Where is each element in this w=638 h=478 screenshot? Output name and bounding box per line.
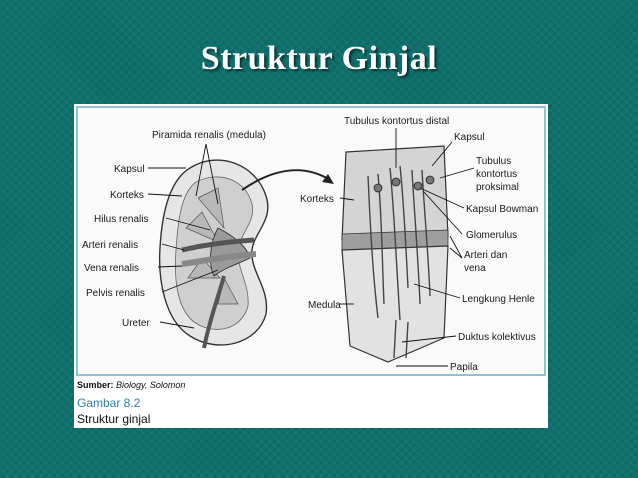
label-duktus: Duktus kolektivus bbox=[458, 332, 536, 343]
renal-pyramid-1 bbox=[197, 187, 225, 230]
label-hilus: Hilus renalis bbox=[94, 214, 148, 225]
label-kapsul-bowman: Kapsul Bowman bbox=[466, 204, 538, 215]
label-papila: Papila bbox=[450, 362, 478, 373]
kidney-diagram: Piramida renalis (medula) Kapsul Korteks… bbox=[82, 116, 538, 373]
label-tubulus-prox-2: kontortus bbox=[476, 169, 517, 180]
renal-artery-shape bbox=[181, 237, 255, 253]
kidney-illustration bbox=[158, 159, 269, 349]
slide-title: Struktur Ginjal bbox=[200, 40, 438, 77]
label-korteks-left: Korteks bbox=[110, 190, 144, 201]
label-korteks-right: Korteks bbox=[300, 194, 334, 205]
source-note: Sumber: Biology, Solomon bbox=[77, 380, 185, 390]
label-lengkung: Lengkung Henle bbox=[462, 294, 535, 305]
figure-number: Gambar 8.2 bbox=[77, 396, 141, 410]
label-kapsul-right: Kapsul bbox=[454, 132, 485, 143]
glomerulus-ball-4 bbox=[425, 175, 435, 185]
nephron-section bbox=[341, 145, 449, 363]
medulla-block bbox=[341, 245, 449, 363]
label-tubulus-prox-3: proksimal bbox=[476, 182, 519, 193]
glomerulus-ball-1 bbox=[373, 183, 383, 193]
source-label: Sumber: bbox=[77, 380, 114, 390]
label-tubulus-prox-1: Tubulus bbox=[476, 156, 511, 167]
glomerulus-ball-2 bbox=[391, 177, 401, 187]
label-arteri-vena-2: vena bbox=[464, 263, 486, 274]
figure-box: Piramida renalis (medula) Kapsul Korteks… bbox=[74, 104, 548, 428]
leader-lines bbox=[147, 128, 475, 367]
source-text: Biology, Solomon bbox=[116, 380, 186, 390]
label-piramida: Piramida renalis (medula) bbox=[152, 130, 266, 141]
renal-vein-shape bbox=[181, 251, 257, 267]
label-arteri-vena-1: Arteri dan bbox=[464, 250, 507, 261]
label-ureter: Ureter bbox=[122, 318, 150, 329]
magnify-arrow bbox=[241, 169, 331, 191]
magnify-arrow-head bbox=[322, 174, 334, 184]
label-glomerulus: Glomerulus bbox=[466, 230, 517, 241]
label-kapsul-left: Kapsul bbox=[114, 164, 145, 175]
renal-pyramid-2 bbox=[185, 211, 219, 243]
ureter-shape bbox=[202, 275, 226, 349]
figure-caption: Struktur ginjal bbox=[77, 412, 151, 426]
label-pelvis: Pelvis renalis bbox=[86, 288, 145, 299]
label-medula: Medula bbox=[308, 300, 341, 311]
diagram-frame: Piramida renalis (medula) Kapsul Korteks… bbox=[76, 106, 546, 376]
label-arteri: Arteri renalis bbox=[82, 240, 138, 251]
tubules bbox=[367, 165, 431, 359]
label-vena: Vena renalis bbox=[84, 263, 139, 274]
label-tubulus-distal: Tubulus kontortus distal bbox=[344, 116, 449, 127]
